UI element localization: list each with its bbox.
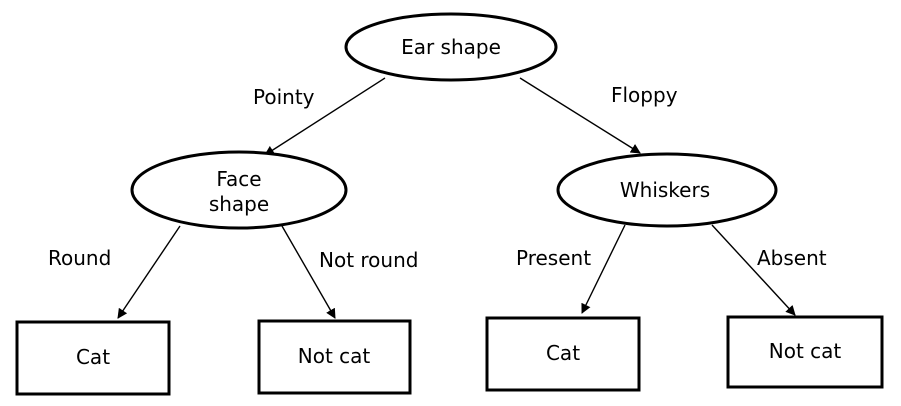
leaf-not-cat-right-label: Not cat (769, 339, 842, 363)
node-face-shape-label-line1: Face (216, 167, 261, 191)
edge-whiskers-to-not-cat (711, 224, 796, 316)
edge-ear-to-whiskers (519, 77, 641, 154)
leaf-node-cat-left: Cat (15, 320, 171, 396)
edge-whiskers-to-cat (581, 224, 626, 314)
edge-ear-to-face (264, 77, 386, 156)
node-whiskers-label: Whiskers (620, 178, 710, 202)
leaf-node-not-cat-left: Not cat (257, 319, 412, 395)
leaf-cat-right-label: Cat (546, 341, 580, 365)
leaf-node-not-cat-right: Not cat (726, 315, 884, 389)
branch-label-round: Round (48, 246, 111, 270)
leaf-not-cat-left-label: Not cat (298, 344, 371, 368)
node-face-shape: Face shape (130, 150, 348, 230)
branch-label-present: Present (516, 246, 591, 270)
branch-label-pointy: Pointy (253, 85, 315, 109)
leaf-node-cat-right: Cat (485, 316, 641, 392)
branch-label-not-round: Not round (319, 248, 418, 272)
edge-face-to-cat (117, 225, 181, 319)
node-face-shape-label-line2: shape (209, 192, 269, 216)
branch-label-absent: Absent (757, 246, 827, 270)
edge-face-to-not-cat (281, 225, 336, 319)
leaf-cat-left-label: Cat (76, 345, 110, 369)
branch-label-floppy: Floppy (611, 83, 678, 107)
node-whiskers: Whiskers (556, 152, 778, 228)
root-node-label: Ear shape (401, 35, 501, 59)
root-node-ear-shape: Ear shape (344, 12, 558, 82)
